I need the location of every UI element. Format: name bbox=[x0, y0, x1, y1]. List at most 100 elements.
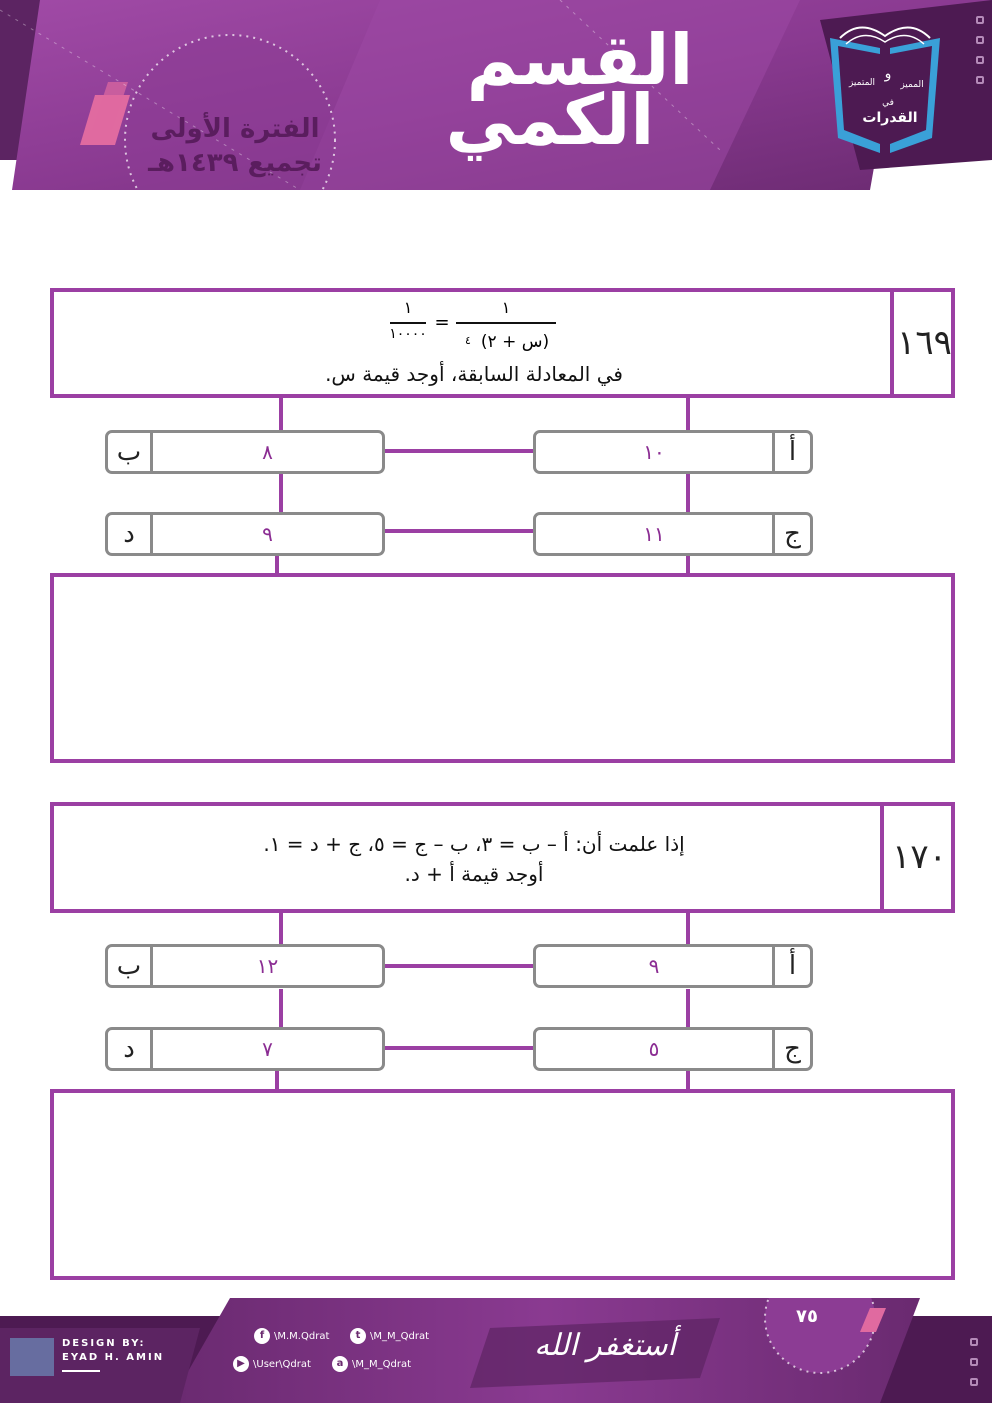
option-letter: ج bbox=[784, 519, 801, 549]
option-letter: أ bbox=[788, 437, 797, 467]
logo: القدرات المتميز و المميز في bbox=[820, 18, 950, 158]
fraction-right-denominator: ١٠٠٠٠ bbox=[389, 326, 427, 342]
footer-background bbox=[0, 1298, 992, 1403]
question-number-cell: ١٦٩ bbox=[890, 292, 955, 394]
answer-work-area[interactable] bbox=[50, 1089, 955, 1280]
option-b[interactable]: ب ٨ bbox=[105, 430, 385, 474]
option-d[interactable]: د ٩ bbox=[105, 512, 385, 556]
connector bbox=[686, 1071, 690, 1091]
option-divider bbox=[772, 947, 775, 985]
logo-text-2: و bbox=[884, 66, 892, 82]
connector bbox=[385, 1046, 535, 1050]
option-value: ١٠ bbox=[643, 440, 665, 464]
social-handle: \User\Qdrat bbox=[253, 1358, 311, 1370]
connector bbox=[275, 556, 279, 576]
connector bbox=[279, 398, 283, 430]
option-letter: ج bbox=[784, 1034, 801, 1064]
page-number: ٧٥ bbox=[796, 1306, 818, 1327]
fraction-left-numerator: ١ bbox=[501, 298, 511, 317]
answer-work-area[interactable] bbox=[50, 573, 955, 763]
logo-text-4: في bbox=[882, 98, 894, 108]
question-box-169: ١٦٩ ١ ١٠٠٠٠ = ١ ٤ (س + ٢) في المعادلة ال… bbox=[50, 288, 955, 398]
connector bbox=[686, 474, 690, 514]
page-footer: DESIGN BY: EYAD H. AMIN f \M.M.Qdrat t \… bbox=[0, 1298, 992, 1403]
option-c[interactable]: ١١ ج bbox=[533, 512, 813, 556]
option-a[interactable]: ٩ أ bbox=[533, 944, 813, 988]
youtube-icon: ▶ bbox=[233, 1356, 249, 1372]
option-value: ١٢ bbox=[256, 954, 279, 978]
equation: ١ ١٠٠٠٠ = ١ ٤ (س + ٢) bbox=[384, 298, 584, 358]
section-title-line1: القسم bbox=[466, 19, 694, 101]
connector bbox=[385, 449, 535, 453]
question-text-line1: إذا علمت أن: أ – ب = ٣، ب – ج = ٥، ج + د… bbox=[263, 832, 685, 856]
fraction-bar bbox=[456, 322, 556, 324]
connector bbox=[686, 556, 690, 576]
option-divider bbox=[772, 433, 775, 471]
option-divider bbox=[150, 1030, 153, 1068]
option-letter: أ bbox=[788, 951, 797, 981]
connector bbox=[686, 398, 690, 430]
question-text-line2: أوجد قيمة أ + د. bbox=[404, 862, 544, 886]
option-d[interactable]: د ٧ bbox=[105, 1027, 385, 1071]
connector bbox=[385, 964, 535, 968]
page-header: القسم الكمي الفترة الأولى تجميع ١٤٣٩هـ ا… bbox=[0, 0, 992, 190]
decor-square bbox=[976, 76, 984, 84]
social-handle: \M_M_Qdrat bbox=[370, 1330, 430, 1342]
section-title-line2: الكمي bbox=[445, 79, 655, 161]
fraction-left-denominator: (س + ٢) bbox=[480, 332, 550, 352]
social-youtube[interactable]: ▶ \User\Qdrat bbox=[233, 1356, 311, 1372]
option-value: ٧ bbox=[262, 1037, 273, 1061]
option-a[interactable]: ١٠ أ bbox=[533, 430, 813, 474]
asked-icon: a bbox=[332, 1356, 348, 1372]
connector bbox=[385, 529, 535, 533]
connector bbox=[279, 474, 283, 514]
twitter-icon: t bbox=[350, 1328, 366, 1344]
question-number: ١٦٩ bbox=[897, 323, 952, 363]
social-facebook[interactable]: f \M.M.Qdrat bbox=[254, 1328, 329, 1344]
question-number: ١٧٠ bbox=[892, 837, 947, 877]
design-by-label: DESIGN BY: bbox=[62, 1338, 146, 1349]
social-handle: \M.M.Qdrat bbox=[274, 1330, 330, 1342]
connector bbox=[275, 1071, 279, 1091]
social-handle: \M_M_Qdrat bbox=[352, 1358, 412, 1370]
question-text: في المعادلة السابقة، أوجد قيمة س. bbox=[325, 362, 623, 386]
designer-logo bbox=[10, 1338, 54, 1376]
decor-line bbox=[62, 1370, 100, 1372]
book-logo-icon bbox=[830, 26, 940, 153]
option-value: ١١ bbox=[643, 522, 665, 546]
option-c[interactable]: ٥ ج bbox=[533, 1027, 813, 1071]
option-divider bbox=[150, 433, 153, 471]
logo-text-3: المميز bbox=[900, 80, 924, 90]
decor-square bbox=[970, 1358, 978, 1366]
question-number-cell: ١٧٠ bbox=[880, 806, 955, 909]
equals-sign: = bbox=[434, 312, 450, 333]
fraction-right-numerator: ١ bbox=[403, 298, 413, 317]
connector bbox=[279, 989, 283, 1029]
option-divider bbox=[772, 515, 775, 553]
period-line2: تجميع ١٤٣٩هـ bbox=[148, 148, 322, 178]
option-letter: ب bbox=[116, 437, 142, 467]
option-value: ٩ bbox=[648, 954, 660, 978]
decor-square bbox=[976, 16, 984, 24]
option-letter: د bbox=[123, 519, 135, 549]
calligraphy-text: أستغفر الله bbox=[534, 1328, 676, 1363]
fraction-bar bbox=[390, 322, 426, 324]
option-value: ٥ bbox=[648, 1037, 660, 1061]
option-value: ٨ bbox=[262, 440, 273, 464]
social-twitter[interactable]: t \M_M_Qdrat bbox=[350, 1328, 429, 1344]
connector bbox=[279, 913, 283, 945]
decor-square bbox=[976, 56, 984, 64]
connector bbox=[686, 989, 690, 1029]
option-b[interactable]: ب ١٢ bbox=[105, 944, 385, 988]
option-letter: ب bbox=[116, 951, 142, 981]
connector bbox=[686, 913, 690, 945]
decor-square bbox=[970, 1338, 978, 1346]
decor-square bbox=[970, 1378, 978, 1386]
designer-name: EYAD H. AMIN bbox=[62, 1352, 165, 1363]
period-line1: الفترة الأولى bbox=[150, 114, 320, 144]
exponent: ٤ bbox=[465, 334, 471, 347]
option-divider bbox=[150, 515, 153, 553]
option-divider bbox=[150, 947, 153, 985]
facebook-icon: f bbox=[254, 1328, 270, 1344]
social-asked[interactable]: a \M_M_Qdrat bbox=[332, 1356, 411, 1372]
